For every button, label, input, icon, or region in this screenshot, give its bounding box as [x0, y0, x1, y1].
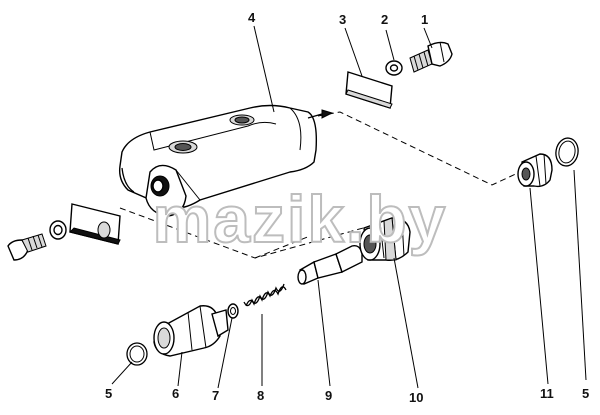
callout-8: 8 — [257, 388, 264, 403]
part-2-washer — [385, 60, 403, 76]
callout-2: 2 — [381, 12, 388, 27]
part-7-ring — [227, 303, 239, 319]
left-gasket — [69, 203, 121, 245]
callout-7: 7 — [212, 388, 219, 403]
callout-9: 9 — [325, 388, 332, 403]
part-5-o-ring-right — [555, 137, 579, 167]
left-washer — [49, 220, 67, 240]
part-3-gasket — [345, 71, 393, 109]
callout-4: 4 — [248, 10, 256, 25]
part-4-housing — [118, 104, 334, 217]
part-8-spring — [243, 283, 287, 307]
part-6-plug — [153, 305, 229, 357]
part-1-bolt — [409, 41, 453, 73]
part-10-valve-seat — [359, 217, 411, 262]
part-5-o-ring-left — [126, 342, 148, 366]
callout-11: 11 — [540, 386, 554, 401]
callout-5-right: 5 — [582, 386, 589, 401]
callout-6: 6 — [172, 386, 179, 401]
callout-10: 10 — [409, 390, 423, 405]
part-11-bushing — [517, 153, 553, 188]
leader-lines — [111, 25, 587, 389]
left-bolt — [7, 233, 47, 261]
callout-labels: 1 2 3 4 5 6 7 8 9 10 11 5 — [105, 10, 589, 405]
callout-5-left: 5 — [105, 386, 112, 401]
callout-1: 1 — [421, 12, 428, 27]
watermark-text: mazik.by — [153, 182, 448, 256]
part-9-valve-stem — [297, 244, 363, 285]
callout-3: 3 — [339, 12, 346, 27]
